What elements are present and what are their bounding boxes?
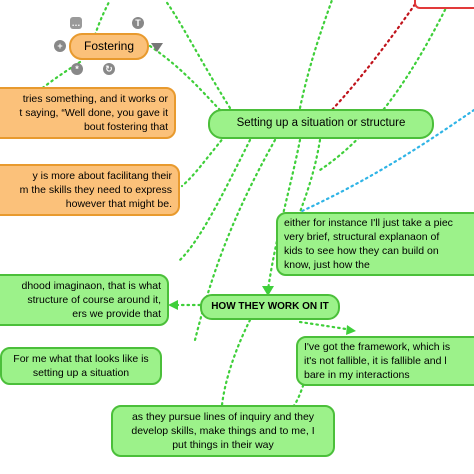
node-fostering[interactable]: Fostering	[69, 33, 149, 60]
link-fostering-to-top	[93, 0, 112, 37]
arrow-head-how	[262, 286, 274, 296]
node-either[interactable]: either for instance I'll just take a pie…	[276, 212, 474, 276]
link-red	[328, 0, 420, 114]
link-how-to-framework	[298, 320, 354, 332]
node-how-they-work[interactable]: HOW THEY WORK ON IT	[200, 294, 340, 320]
node-facilitating[interactable]: y is more about facilitang their m the s…	[0, 164, 180, 216]
link-setting-up-to-either	[298, 138, 322, 214]
add-icon[interactable]: +	[54, 40, 66, 52]
topic-icon[interactable]: T	[132, 17, 144, 29]
link-setting-up-to-imagination	[178, 138, 252, 262]
link-setting-up-to-top-right	[298, 0, 334, 110]
collapse-icon[interactable]	[151, 43, 163, 52]
ellipsis-icon[interactable]: …	[70, 17, 82, 29]
arrow-head-framework	[346, 325, 356, 335]
link-setting-up-to-facilitating	[180, 134, 227, 188]
red-topic-box[interactable]	[414, 0, 474, 9]
node-setting-up[interactable]: Setting up a situation or structure	[208, 109, 434, 139]
link-fostering-to-setting-up	[148, 44, 224, 114]
node-framework[interactable]: I've got the framework, which is it's no…	[296, 336, 474, 386]
arrow-head-imagination	[168, 300, 178, 310]
link-blue	[298, 108, 474, 214]
refresh-icon[interactable]: ↻	[103, 63, 115, 75]
link-how-to-top-right	[318, 0, 452, 172]
star-icon[interactable]: *	[71, 63, 83, 75]
node-for-me[interactable]: For me what that looks like is setting u…	[0, 347, 162, 385]
link-setting-up-to-top	[163, 0, 232, 110]
link-setting-up-to-for-me	[193, 138, 277, 342]
node-imagination[interactable]: dhood imaginaon, that is what structure …	[0, 274, 169, 326]
node-pursue[interactable]: as they pursue lines of inquiry and they…	[111, 405, 335, 457]
link-how-to-pursue	[220, 318, 252, 407]
node-tries-something[interactable]: tries something, and it works or t sayin…	[0, 87, 176, 139]
